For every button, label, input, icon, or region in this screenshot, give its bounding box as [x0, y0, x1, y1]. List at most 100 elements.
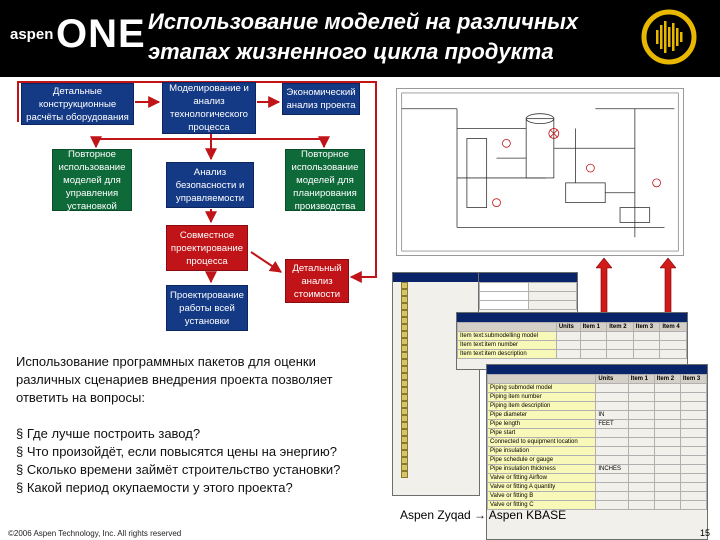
tree-node[interactable]: [393, 436, 479, 443]
prop-cell[interactable]: [527, 300, 577, 310]
table-cell[interactable]: [632, 331, 661, 341]
table-cell[interactable]: [579, 340, 608, 350]
prop-cell[interactable]: [479, 300, 529, 310]
table-cell[interactable]: [627, 392, 655, 402]
table-cell[interactable]: [595, 500, 629, 510]
table-cell[interactable]: [653, 401, 681, 411]
tree-node[interactable]: [393, 450, 479, 457]
table-cell[interactable]: [627, 455, 655, 465]
prop-cell[interactable]: [527, 282, 577, 292]
table-cell[interactable]: [679, 455, 707, 465]
table-cell[interactable]: [653, 437, 681, 447]
tree-node[interactable]: [393, 429, 479, 436]
zyqad-tree-window[interactable]: [392, 272, 480, 496]
table-cell[interactable]: [659, 349, 687, 359]
kbase-table-1[interactable]: Units Item 1 Item 2 Item 3 Item 4 Item t…: [457, 322, 687, 359]
table-cell[interactable]: [595, 491, 629, 501]
table-cell[interactable]: [679, 437, 707, 447]
tree-node[interactable]: [393, 415, 479, 422]
table-cell[interactable]: [653, 419, 681, 429]
table-cell[interactable]: [627, 401, 655, 411]
prop-cell[interactable]: [479, 291, 529, 301]
table-cell[interactable]: [653, 446, 681, 456]
table-cell[interactable]: [606, 349, 634, 359]
table-cell[interactable]: [653, 473, 681, 483]
table-cell[interactable]: [653, 500, 681, 510]
table-cell[interactable]: [679, 392, 707, 402]
col-header[interactable]: Item 4: [659, 322, 687, 332]
tree-node[interactable]: [393, 282, 479, 289]
table-cell[interactable]: [627, 410, 655, 420]
table-row[interactable]: Item text:item description: [457, 349, 687, 359]
kbase-table-window-1[interactable]: Units Item 1 Item 2 Item 3 Item 4 Item t…: [456, 312, 688, 370]
table-cell[interactable]: [632, 340, 661, 350]
table-cell[interactable]: [595, 482, 629, 492]
tree-node[interactable]: [393, 422, 479, 429]
table-cell[interactable]: [627, 500, 655, 510]
table-cell[interactable]: [627, 419, 655, 429]
table-cell[interactable]: [555, 349, 581, 359]
tree-node[interactable]: [393, 408, 479, 415]
table-cell[interactable]: [679, 500, 707, 510]
properties-grid[interactable]: [479, 282, 577, 310]
table-cell[interactable]: [627, 491, 655, 501]
col-header[interactable]: Item 3: [679, 374, 707, 384]
table-cell[interactable]: [595, 446, 629, 456]
table-cell[interactable]: [595, 455, 629, 465]
col-header[interactable]: Item 2: [653, 374, 681, 384]
col-header[interactable]: Item 2: [606, 322, 634, 332]
col-header[interactable]: Item 3: [632, 322, 661, 332]
table-cell[interactable]: [595, 401, 629, 411]
table-row[interactable]: Piping item description: [487, 401, 707, 411]
table-cell[interactable]: [579, 349, 608, 359]
table-cell[interactable]: [679, 446, 707, 456]
prop-cell[interactable]: [527, 291, 577, 301]
table-cell[interactable]: [679, 410, 707, 420]
table-cell[interactable]: [653, 392, 681, 402]
table-cell[interactable]: [653, 482, 681, 492]
col-header[interactable]: [487, 374, 597, 384]
tree-node[interactable]: [393, 289, 479, 296]
table-row[interactable]: Pipe insulation: [487, 446, 707, 456]
table-cell[interactable]: [606, 340, 634, 350]
col-header[interactable]: Item 1: [579, 322, 608, 332]
tree-node[interactable]: [393, 457, 479, 464]
table-cell[interactable]: [595, 392, 629, 402]
table-cell[interactable]: [595, 428, 629, 438]
table-cell[interactable]: [595, 473, 629, 483]
table-cell[interactable]: [606, 331, 634, 341]
tree-node[interactable]: [393, 443, 479, 450]
tree-node[interactable]: [393, 296, 479, 303]
table-cell[interactable]: INCHES: [595, 464, 629, 474]
table-row[interactable]: Valve or fitting Airflow: [487, 473, 707, 483]
table-row[interactable]: Piping submodel model: [487, 383, 707, 393]
table-cell[interactable]: [659, 331, 687, 341]
table-cell[interactable]: [627, 428, 655, 438]
table-cell[interactable]: [579, 331, 608, 341]
table-row[interactable]: Item text:submodelling model: [457, 331, 687, 341]
tree-node[interactable]: [393, 380, 479, 387]
table-cell[interactable]: [653, 383, 681, 393]
table-cell[interactable]: FEET: [595, 419, 629, 429]
table-cell[interactable]: [627, 437, 655, 447]
table-cell[interactable]: [679, 383, 707, 393]
col-header[interactable]: Item 1: [627, 374, 655, 384]
table-cell[interactable]: [595, 437, 629, 447]
table-row[interactable]: Valve or fitting B: [487, 491, 707, 501]
table-cell[interactable]: [653, 428, 681, 438]
table-cell[interactable]: [679, 419, 707, 429]
col-header[interactable]: [457, 322, 557, 332]
table-cell[interactable]: [679, 482, 707, 492]
tree-node[interactable]: [393, 373, 479, 380]
table-row[interactable]: Pipe start: [487, 428, 707, 438]
table-row[interactable]: Valve or fitting A quantity: [487, 482, 707, 492]
tree-node[interactable]: [393, 464, 479, 471]
table-cell[interactable]: [627, 383, 655, 393]
table-cell[interactable]: [653, 464, 681, 474]
table-cell[interactable]: IN: [595, 410, 629, 420]
table-cell[interactable]: [555, 331, 581, 341]
col-header[interactable]: Units: [595, 374, 629, 384]
table-cell[interactable]: [653, 410, 681, 420]
